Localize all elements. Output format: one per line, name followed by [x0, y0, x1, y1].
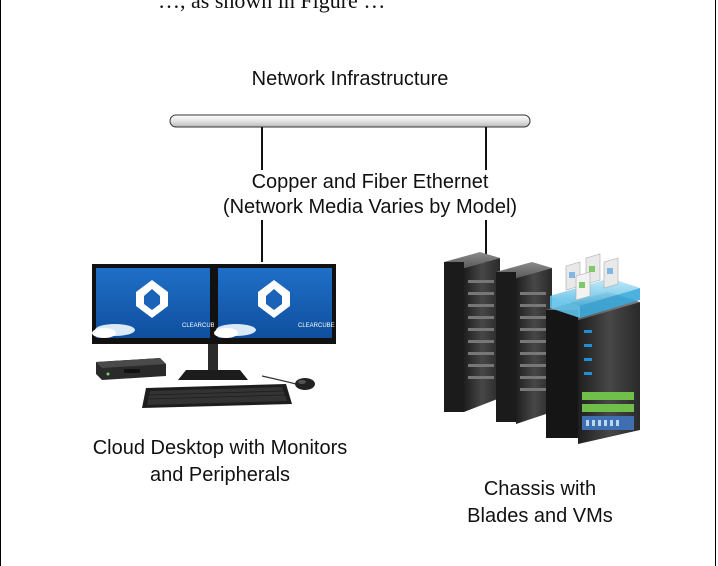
keyboard-icon	[142, 384, 292, 408]
server-rack-back-right-icon	[496, 262, 552, 424]
virtual-machines-icon	[550, 253, 640, 318]
cloud-desktop-illustration: CLEARCUBE CLEARCUBE	[92, 264, 336, 408]
svg-text:CLEARCUBE: CLEARCUBE	[298, 323, 335, 329]
mouse-icon	[261, 375, 315, 390]
server-rack-back-left-icon	[444, 252, 500, 412]
network-media-label-line1: Copper and Fiber Ethernet	[251, 171, 489, 193]
network-infrastructure-label: Network Infrastructure	[251, 68, 449, 90]
thin-client-box-icon	[96, 358, 166, 380]
top-caption-fragment: …, as shown in Figure …	[158, 0, 386, 13]
left-monitor-icon: CLEARCUBE	[92, 264, 219, 344]
cloud-desktop-label-line1: Cloud Desktop with Monitors	[92, 437, 348, 459]
svg-text:CLEARCUBE: CLEARCUBE	[182, 323, 219, 329]
chassis-illustration	[444, 252, 640, 444]
right-monitor-icon: CLEARCUBE	[214, 264, 336, 344]
cloud-desktop-label-line2: and Peripherals	[149, 464, 291, 486]
chassis-label-line2: Blades and VMs	[467, 505, 613, 527]
server-rack-front-icon	[546, 292, 640, 444]
chassis-label-line1: Chassis with	[483, 478, 597, 500]
network-backbone-pipe	[169, 114, 531, 128]
network-media-label-line2: (Network Media Varies by Model)	[222, 196, 518, 218]
